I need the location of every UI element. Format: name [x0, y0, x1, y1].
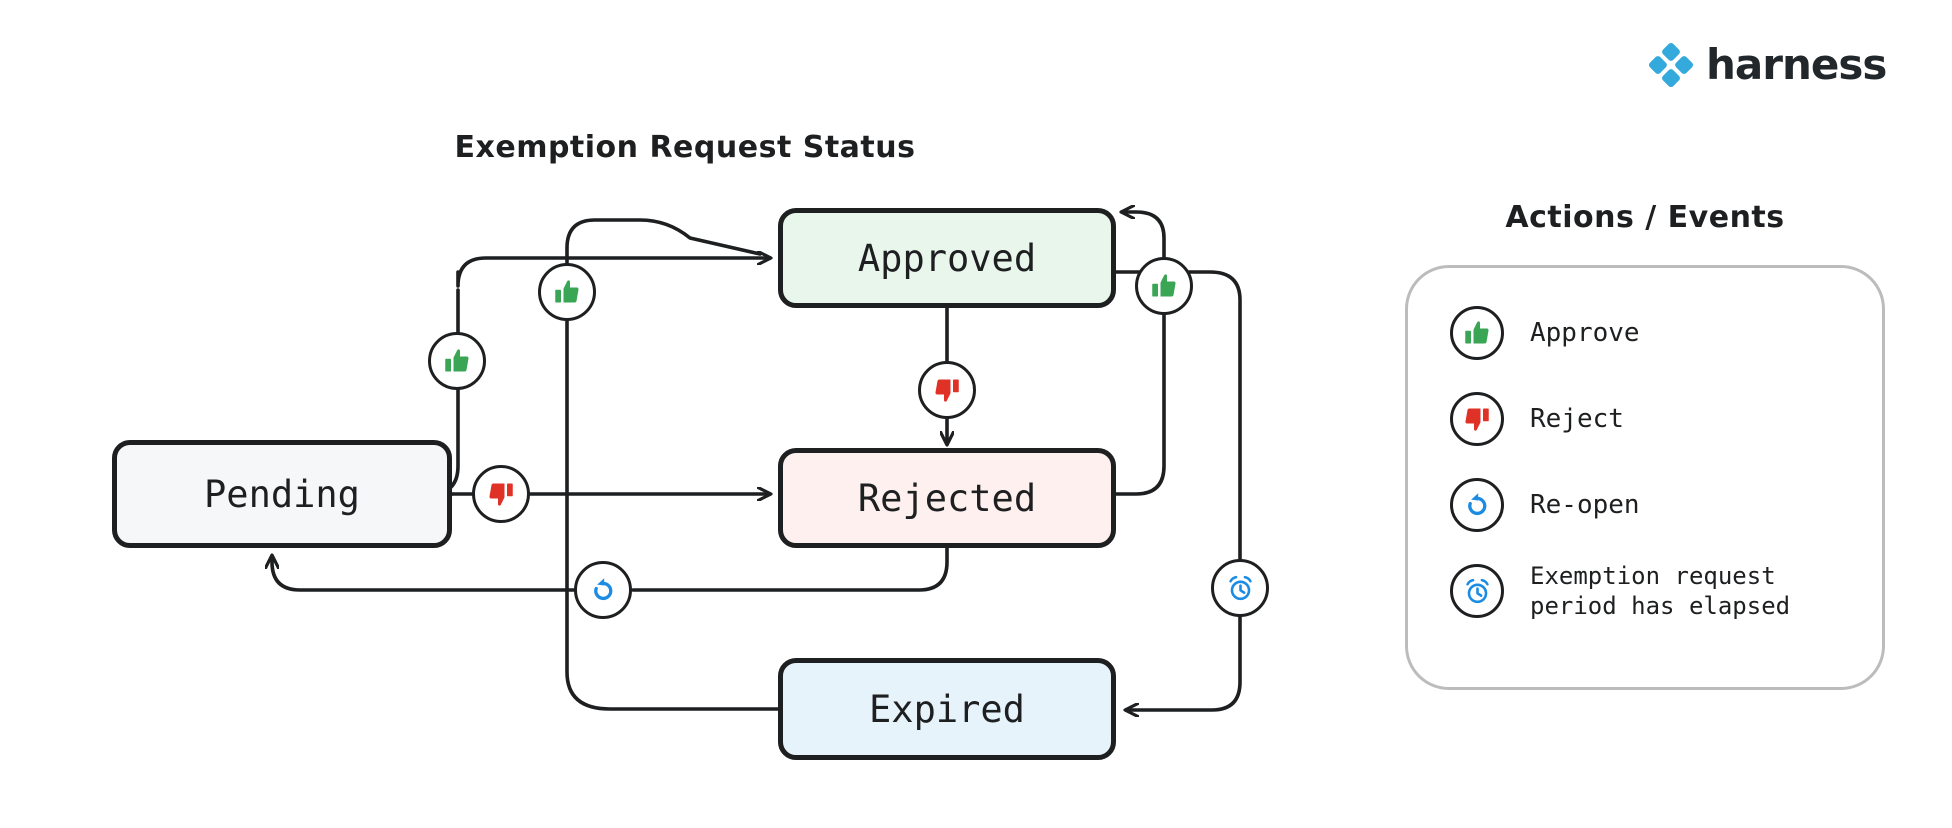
edge-expired-to-approved-a	[565, 316, 780, 711]
legend-item-expiry: Exemption request period has elapsed	[1450, 561, 1790, 621]
edge-approved-to-expired-b	[1126, 610, 1242, 710]
edge-badge-expiry-timer[interactable]	[1211, 559, 1269, 617]
edge-badge-reject-approved[interactable]	[918, 361, 976, 419]
legend-item-reopen: Re-open	[1450, 478, 1640, 532]
state-node-approved[interactable]: Approved	[778, 208, 1116, 308]
legend-badge-approve	[1450, 306, 1504, 360]
edge-badge-approve-rejected[interactable]	[1135, 257, 1193, 315]
harness-diamond-logo-icon	[1648, 42, 1694, 88]
thumbs-down-icon	[1465, 408, 1489, 431]
legend-label-approve: Approve	[1530, 317, 1640, 348]
legend-label-reject: Reject	[1530, 403, 1624, 434]
legend-badge-expiry	[1450, 564, 1504, 618]
legend-title: Actions / Events	[1505, 200, 1785, 235]
legend-badge-reject	[1450, 392, 1504, 446]
state-node-expired[interactable]: Expired	[778, 658, 1116, 760]
edge-expired-to-approved-b	[565, 218, 762, 268]
harness-logo: harness	[1648, 40, 1887, 89]
state-node-pending[interactable]: Pending	[112, 440, 452, 548]
thumbs-up-icon	[1465, 321, 1489, 344]
diagram-title: Exemption Request Status	[454, 130, 916, 165]
edge-approved-to-expired-a	[1114, 270, 1242, 562]
thumbs-up-icon	[445, 349, 469, 372]
thumbs-down-icon	[935, 379, 959, 402]
alarm-clock-icon	[1228, 575, 1252, 600]
legend-label-reopen: Re-open	[1530, 489, 1640, 520]
re-open-icon	[594, 578, 613, 601]
edge-rejected-to-pending-b	[272, 556, 583, 592]
state-node-rejected[interactable]: Rejected	[778, 448, 1116, 548]
re-open-icon	[1468, 493, 1487, 516]
edge-pending-to-approved-upper	[456, 258, 770, 288]
thumbs-up-icon	[1152, 274, 1176, 297]
thumbs-down-icon	[489, 483, 513, 506]
thumbs-up-icon	[555, 280, 579, 303]
harness-wordmark: harness	[1706, 40, 1887, 89]
edge-rejected-to-pending-a	[631, 546, 949, 592]
legend-panel: Approve Reject Re-open	[1405, 265, 1885, 690]
legend-item-approve: Approve	[1450, 306, 1640, 360]
legend-label-expiry: Exemption request period has elapsed	[1530, 562, 1791, 620]
legend-item-reject: Reject	[1450, 392, 1624, 446]
legend-badge-reopen	[1450, 478, 1504, 532]
edge-rejected-to-approved-a	[1114, 308, 1166, 496]
edge-rejected-to-approved-b	[1122, 212, 1166, 260]
edge-badge-reject-pending[interactable]	[472, 465, 530, 523]
edge-badge-approve-pending[interactable]	[428, 332, 486, 390]
edge-badge-reopen[interactable]	[574, 561, 632, 619]
edge-badge-approve-expired[interactable]	[538, 263, 596, 321]
alarm-clock-icon	[1465, 578, 1489, 603]
